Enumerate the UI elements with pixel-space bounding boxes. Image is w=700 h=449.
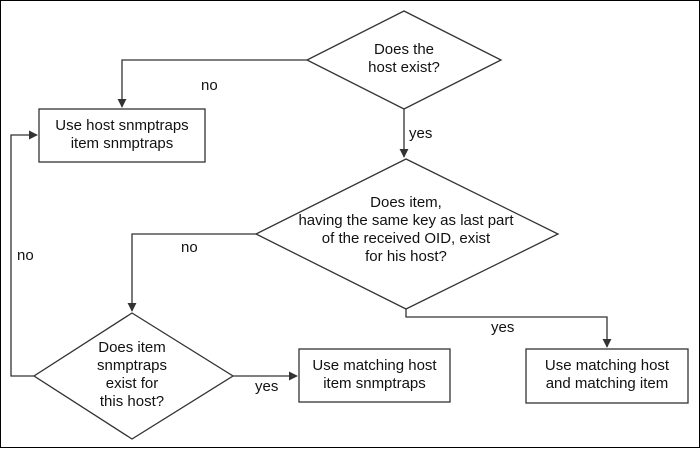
edge-item-snmptraps-no xyxy=(10,130,38,377)
use-matching-host-item-label: Use matching host and matching item xyxy=(544,357,670,392)
edge-label-host-exists-no: no xyxy=(201,77,218,94)
edge-label-item-snmptraps-yes: yes xyxy=(255,378,279,395)
edge-label-item-key-match-yes: yes xyxy=(491,319,515,336)
edge-item-key-match-yes xyxy=(405,309,612,348)
edge-host-exists-no xyxy=(117,59,307,108)
host-exists-label: Does the host exist? xyxy=(368,41,440,76)
edge-label-host-exists-yes: yes xyxy=(409,125,433,142)
edge-label-item-snmptraps-no: no xyxy=(17,247,34,264)
item-key-match-label: Does item, having the same key as last p… xyxy=(298,194,514,265)
use-host-snmptraps-label: Use host snmptraps item snmptraps xyxy=(55,117,189,152)
process-use-matching-host-snmptraps-shape xyxy=(298,348,451,403)
process-use-host-snmptraps-shape xyxy=(38,108,206,163)
process-use-matching-host-item-shape xyxy=(525,348,689,404)
edge-label-item-key-match-no: no xyxy=(181,239,198,256)
edge-item-key-match-no xyxy=(127,233,256,312)
item-snmptraps-exists-label: Does item snmptraps exist for this host? xyxy=(96,339,168,410)
use-matching-host-snmptraps-label: Use matching host item snmptraps xyxy=(312,357,437,392)
decision-item-snmptraps-exists-shape xyxy=(32,312,235,440)
